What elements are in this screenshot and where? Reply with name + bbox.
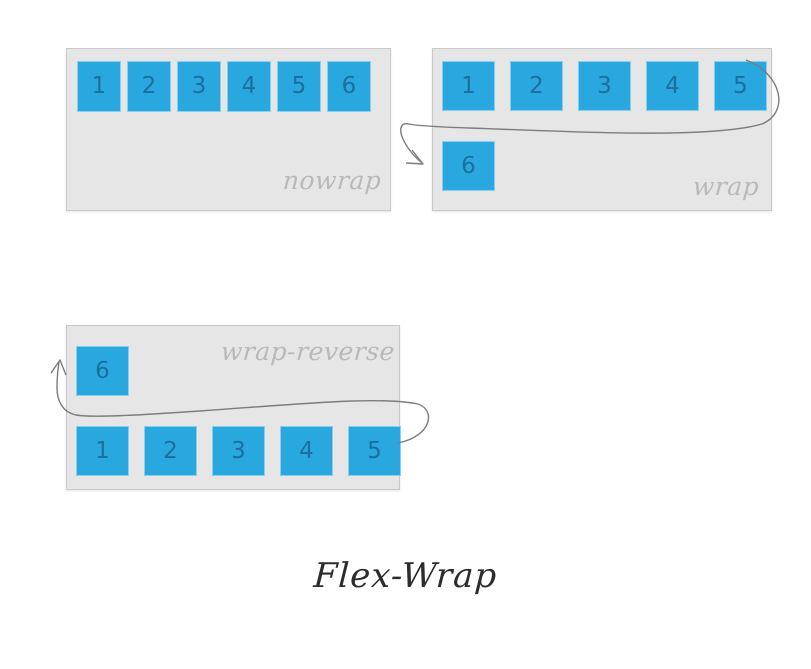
- flex-item: 5: [714, 61, 767, 111]
- wrap-flow-arrowhead-icon: [405, 149, 424, 165]
- flex-item: 1: [442, 61, 495, 111]
- flex-item-label: 2: [141, 73, 157, 99]
- flex-item-label: 1: [95, 437, 110, 464]
- flex-item-label: 6: [95, 357, 110, 384]
- panel-caption-wrap-reverse: wrap-reverse: [219, 337, 396, 366]
- flex-item: 2: [127, 61, 171, 112]
- flex-item: 6: [327, 61, 371, 112]
- flex-item-label: 5: [291, 73, 307, 99]
- flex-item: 3: [212, 426, 265, 476]
- flex-item-label: 3: [231, 437, 246, 464]
- flex-item-label: 5: [733, 72, 748, 99]
- flex-item-label: 4: [241, 73, 257, 99]
- flex-item: 1: [76, 426, 129, 476]
- flex-item: 4: [646, 61, 699, 111]
- panel-caption-wrap: wrap: [691, 172, 761, 201]
- flex-item-label: 5: [367, 437, 382, 464]
- flex-item: 4: [280, 426, 333, 476]
- flex-item: 3: [177, 61, 221, 112]
- flex-item: 2: [510, 61, 563, 111]
- flex-item-label: 1: [91, 73, 107, 99]
- flex-item: 1: [77, 61, 121, 112]
- flex-item-label: 4: [665, 72, 680, 99]
- flex-item-label: 1: [461, 72, 476, 99]
- flex-item-label: 4: [299, 437, 314, 464]
- wrap-reverse-flow-arrowhead-icon: [50, 359, 67, 376]
- flex-item: 2: [144, 426, 197, 476]
- flex-item-label: 2: [529, 72, 544, 99]
- flex-item: 6: [442, 141, 495, 191]
- flex-item-label: 3: [597, 72, 612, 99]
- figure-title: Flex-Wrap: [312, 556, 499, 596]
- flex-item: 3: [578, 61, 631, 111]
- flex-item-label: 3: [191, 73, 207, 99]
- flex-item: 6: [76, 346, 129, 396]
- flex-item: 4: [227, 61, 271, 112]
- flex-item: 5: [348, 426, 401, 476]
- flex-item: 5: [277, 61, 321, 112]
- flex-item-label: 6: [341, 73, 357, 99]
- flex-item-label: 6: [461, 152, 476, 179]
- panel-caption-nowrap: nowrap: [281, 166, 383, 195]
- flex-item-label: 2: [163, 437, 178, 464]
